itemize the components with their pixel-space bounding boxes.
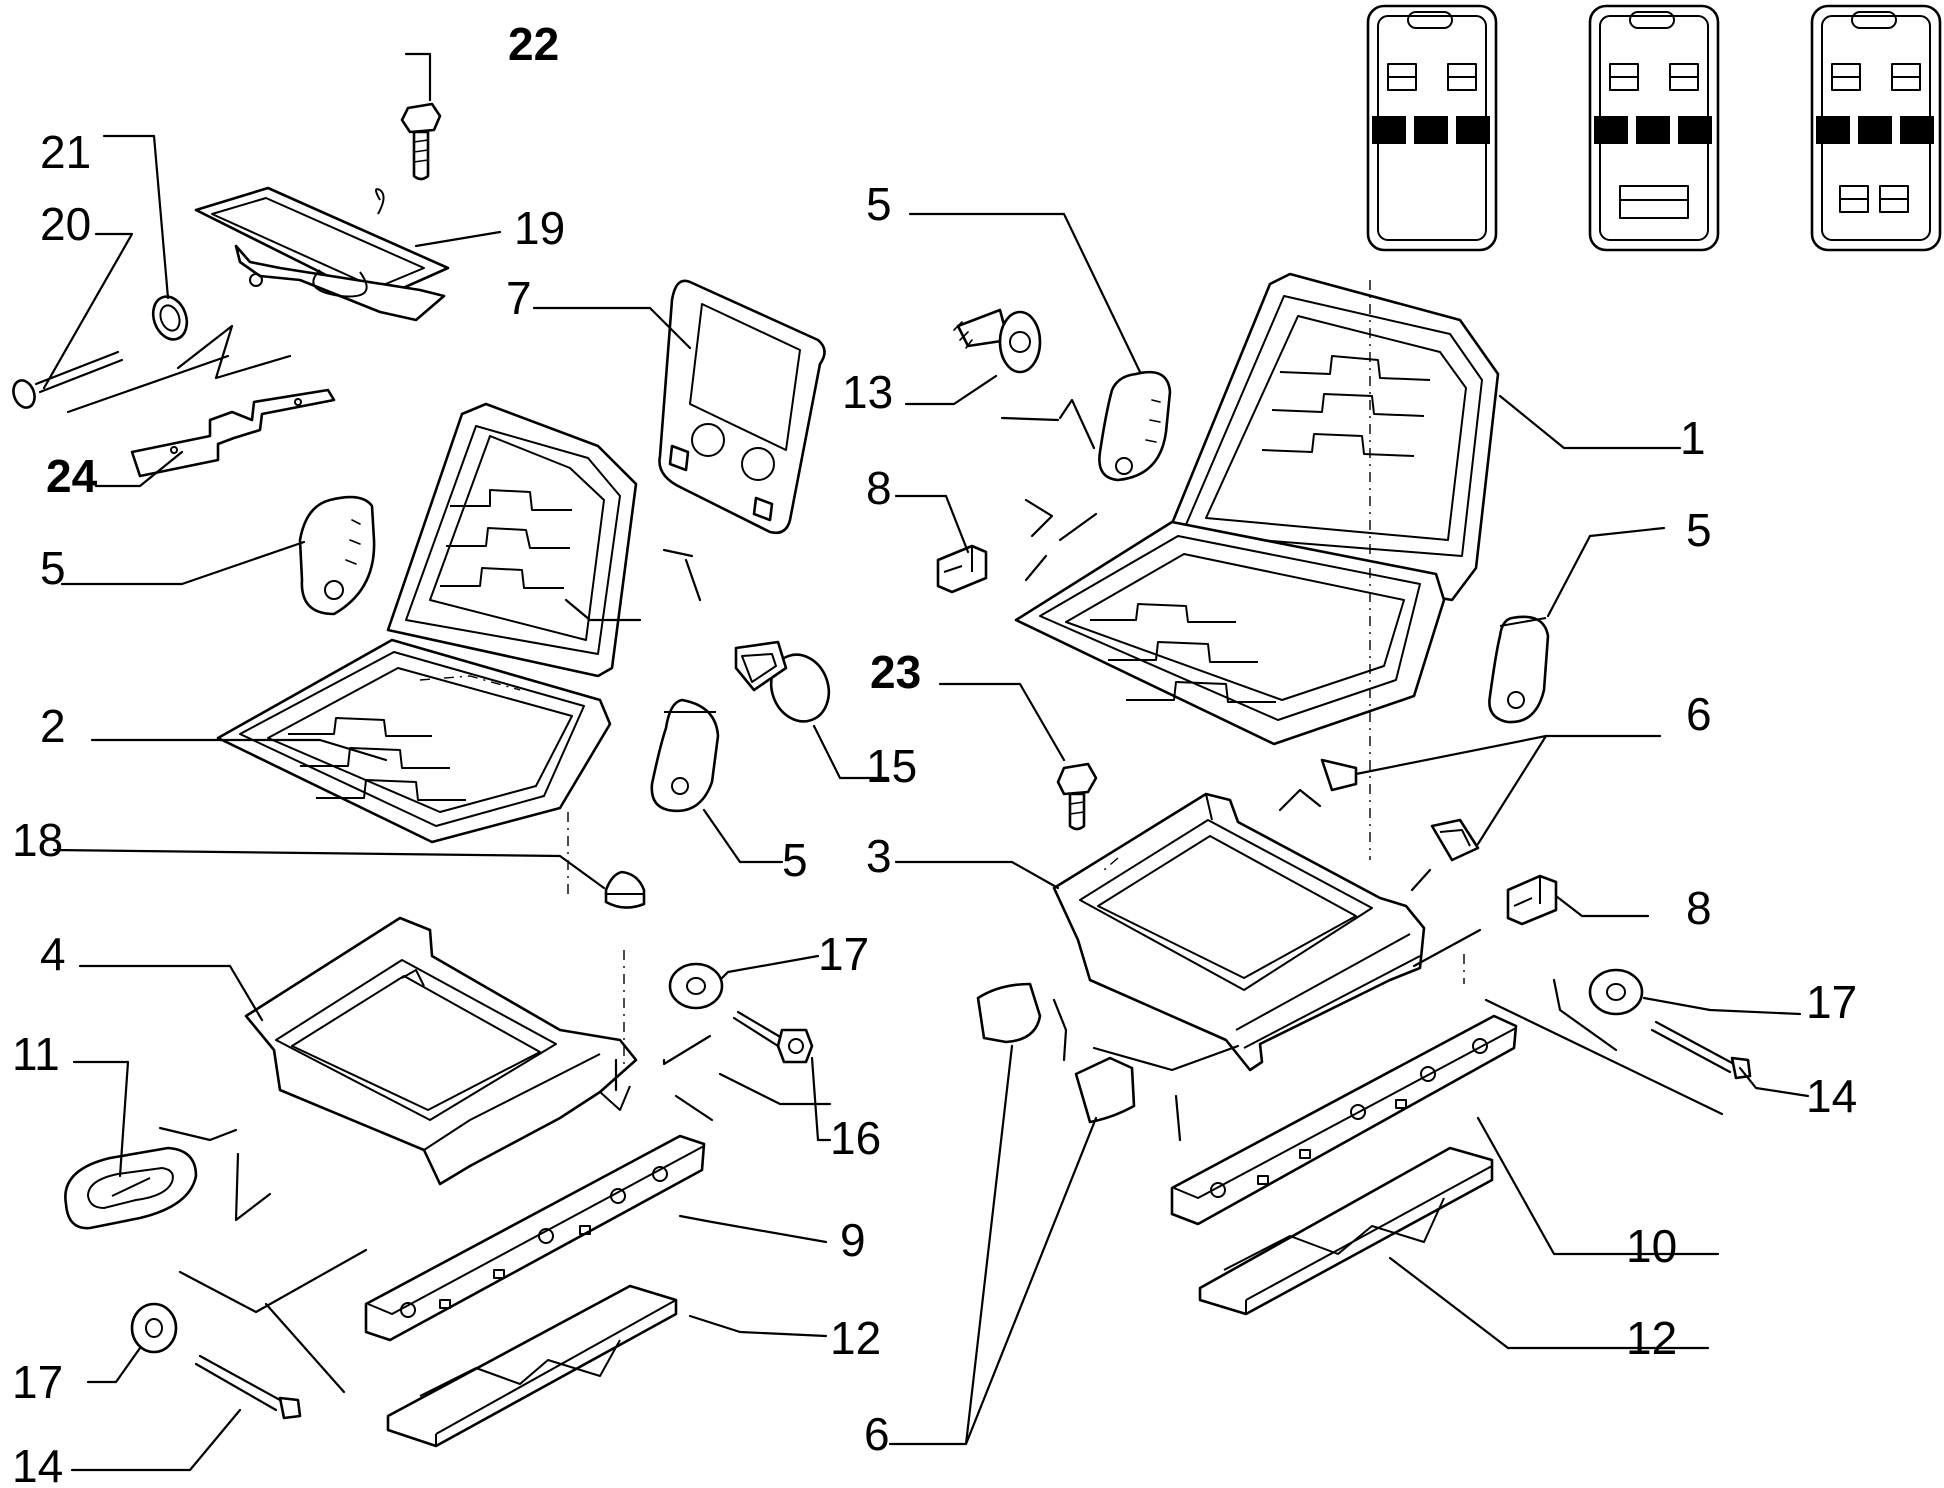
callout-3: 3 [866,830,892,882]
callout-4: 4 [40,928,66,980]
callout-6-bottom: 6 [864,1408,890,1460]
callout-15: 15 [866,740,917,792]
callout-14-a: 14 [12,1440,63,1488]
screw-14-a [194,1354,302,1420]
callout-16: 16 [830,1112,881,1164]
cap-nut-18 [604,870,646,909]
bumper-8-b [1506,874,1558,926]
callout-13: 13 [842,366,893,418]
rail-cover-12-a [386,1284,678,1448]
callout-24: 24 [46,450,98,502]
washer-17-a [668,962,724,1010]
seat-layout-key-2 [1588,4,1720,252]
washer-17-c [1588,968,1644,1016]
callout-7: 7 [506,272,532,324]
callout-19: 19 [514,202,565,254]
callout-10: 10 [1626,1220,1677,1272]
callout-5-right-top: 5 [866,178,892,230]
callout-17-a: 17 [818,928,869,980]
seat-frame-1 [1014,272,1500,860]
bolt-23 [1056,762,1098,831]
trim-piece-6-b [1430,818,1480,862]
callout-5-left-lower: 5 [782,834,808,886]
bracket-24 [130,388,336,478]
side-cover-5-right [650,698,720,813]
callout-6-top: 6 [1686,688,1712,740]
callout-5-right: 5 [1686,504,1712,556]
callout-21: 21 [40,126,91,178]
callout-9: 9 [840,1214,866,1266]
callout-1: 1 [1680,412,1706,464]
callout-8-b: 8 [1686,882,1712,934]
rail-cover-12-b [1198,1146,1494,1316]
seat-layout-key-1 [1366,4,1498,252]
callout-8-a: 8 [866,462,892,514]
screw-13 [953,308,1042,374]
washer-17-b [130,1302,178,1354]
grommet-21 [151,295,189,341]
bolt-22 [400,102,442,181]
trim-piece-6-d [1074,1056,1136,1124]
callout-5-left: 5 [40,542,66,594]
side-cover-5-lower [1488,615,1550,724]
floor-rail-10 [1170,1014,1518,1226]
retainer-11 [64,1146,198,1230]
callout-18: 18 [12,814,63,866]
trim-piece-6-c [976,982,1042,1044]
callout-2: 2 [40,700,66,752]
seat-lock-mechanism-19 [194,186,450,322]
callout-11: 11 [12,1028,60,1080]
callout-20: 20 [40,198,91,250]
floor-rail-9 [364,1134,706,1342]
bumper-8-a [936,544,988,594]
seat-base-3 [1052,792,1426,1072]
seat-layout-key-3 [1810,4,1942,252]
side-cover-5-upper [1098,370,1172,482]
leader-lines [42,52,1810,1472]
callout-23: 23 [870,646,921,698]
screw-16 [732,1010,814,1064]
seat-base-4 [244,916,638,1186]
seat-frame-2 [216,402,638,844]
pin-20 [12,350,124,409]
callout-labels: 22 21 20 19 7 24 5 2 15 5 18 4 17 11 16 … [12,18,1857,1488]
callout-12-b: 12 [1626,1312,1677,1364]
backrest-panel-7 [658,279,826,535]
callout-17-c: 17 [1806,976,1857,1028]
callout-12-a: 12 [830,1312,881,1364]
callout-22: 22 [508,18,559,70]
trim-piece-6-a [1320,758,1358,792]
callout-14-b: 14 [1806,1070,1857,1122]
side-cover-5-left [298,495,376,616]
callout-17-b: 17 [12,1356,63,1408]
screw-14-b [1650,1020,1752,1080]
cover-cap-15 [734,640,831,723]
